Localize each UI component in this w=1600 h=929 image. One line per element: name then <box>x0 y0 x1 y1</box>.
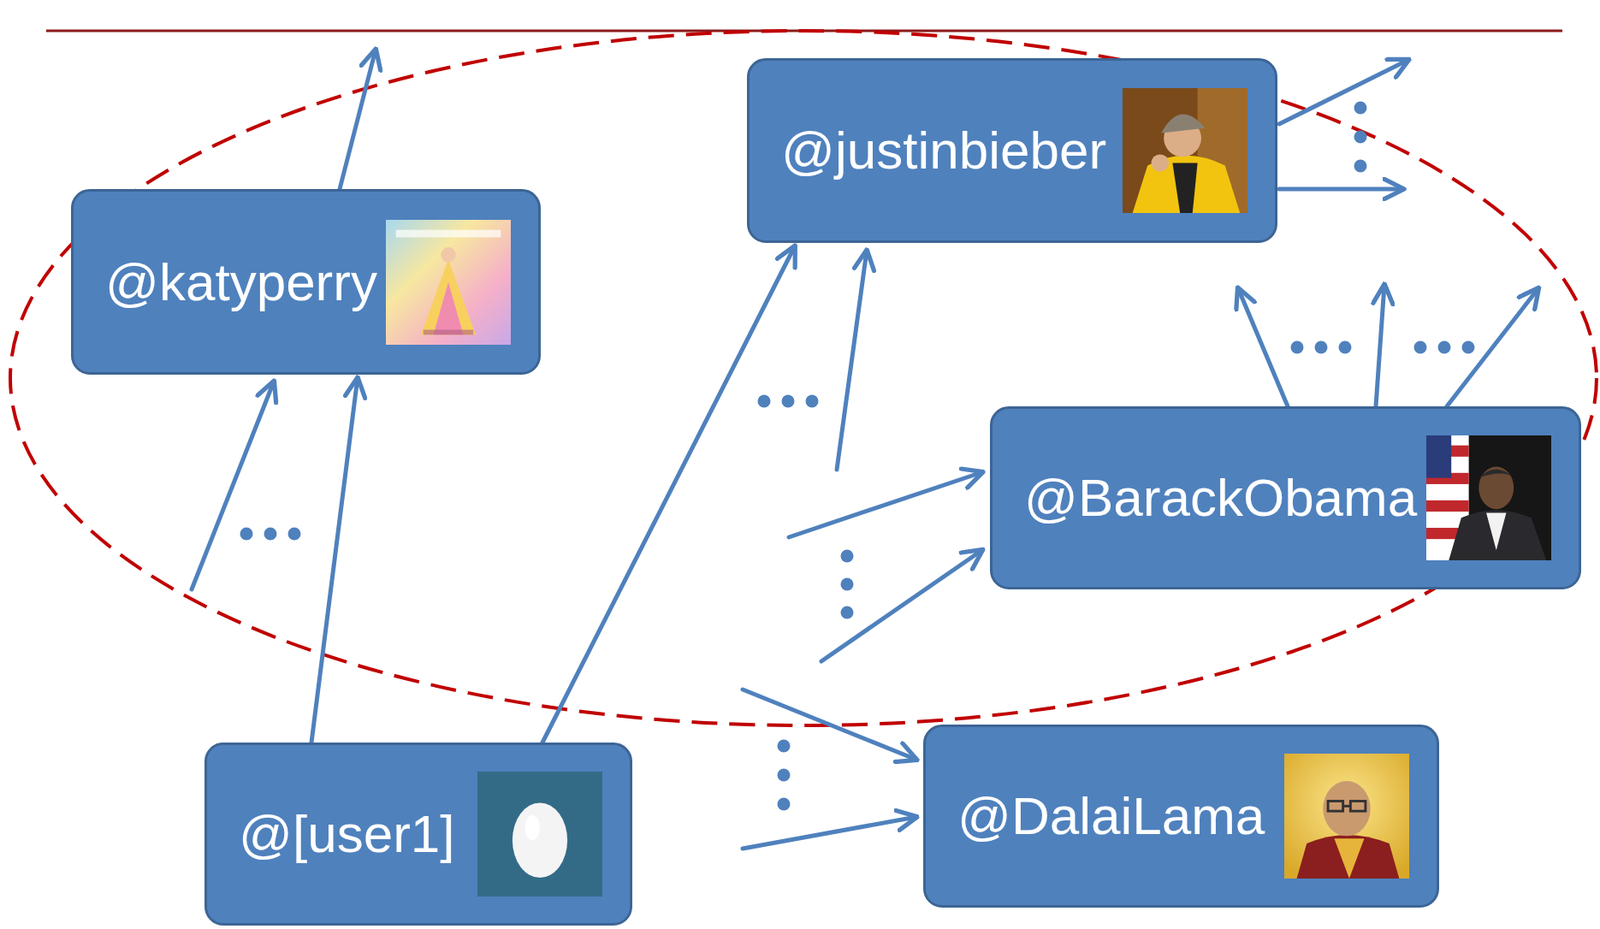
follow-arrow <box>836 250 867 470</box>
avatar-picture <box>1284 753 1410 879</box>
follow-arrow <box>339 49 376 190</box>
account-handle: @katyperry <box>105 251 378 313</box>
account-box: @DalaiLama <box>923 724 1440 908</box>
avatar-picture <box>1122 88 1248 214</box>
account-handle: @BarackObama <box>1024 467 1417 528</box>
follow-arrow <box>311 378 358 743</box>
account-handle: @[user1] <box>238 803 455 865</box>
follow-arrow <box>788 472 983 538</box>
account-box: @[user1] <box>204 742 633 926</box>
avatar-picture <box>1426 435 1552 561</box>
follow-arrow <box>542 246 795 743</box>
follow-arrow <box>1446 288 1539 407</box>
follow-arrow <box>1375 284 1385 407</box>
account-box: @justinbieber <box>746 58 1278 243</box>
avatar-picture <box>477 771 603 897</box>
account-handle: @justinbieber <box>781 119 1107 181</box>
dashed-region <box>10 30 1597 726</box>
follow-arrow <box>1238 288 1288 407</box>
avatar-picture <box>385 219 511 345</box>
follow-arrow <box>191 381 274 590</box>
follow-arrow <box>1279 59 1409 125</box>
follow-arrow <box>821 550 983 662</box>
account-box: @BarackObama <box>989 406 1582 590</box>
account-box: @katyperry <box>71 189 541 375</box>
account-handle: @DalaiLama <box>957 785 1265 847</box>
follow-arrow <box>1279 187 1404 192</box>
follow-arrow <box>742 817 917 849</box>
follow-arrow <box>742 689 917 760</box>
